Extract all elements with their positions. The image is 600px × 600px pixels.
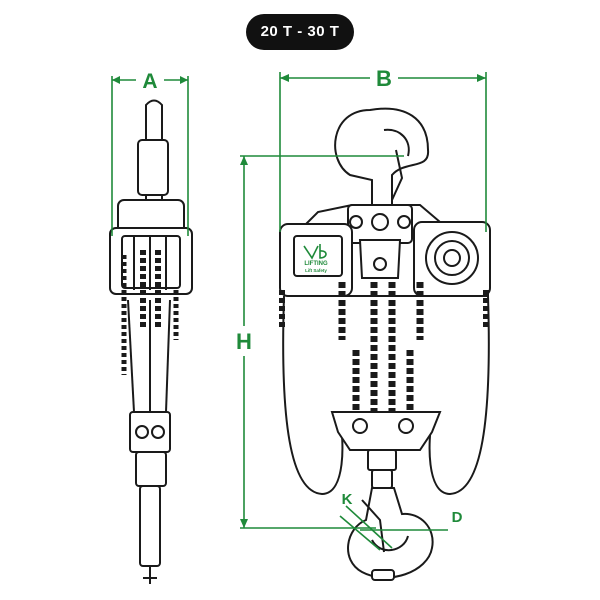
dimension-a <box>111 76 189 236</box>
plate-line1: LIFTING <box>304 261 328 267</box>
plate-line2: Lift Safety <box>305 268 327 273</box>
dimension-a-label: A <box>142 70 157 93</box>
brand-logo <box>303 244 327 260</box>
dimension-b-label: B <box>376 66 392 91</box>
dimension-h-label: H <box>236 329 252 354</box>
dimension-b <box>279 72 487 232</box>
front-view <box>279 107 491 581</box>
dimension-k <box>339 505 393 551</box>
side-view <box>109 99 193 584</box>
dimension-k-label: K <box>342 491 353 508</box>
dimension-d-label: D <box>452 509 463 526</box>
capacity-badge: 20 T - 30 T <box>246 14 354 50</box>
